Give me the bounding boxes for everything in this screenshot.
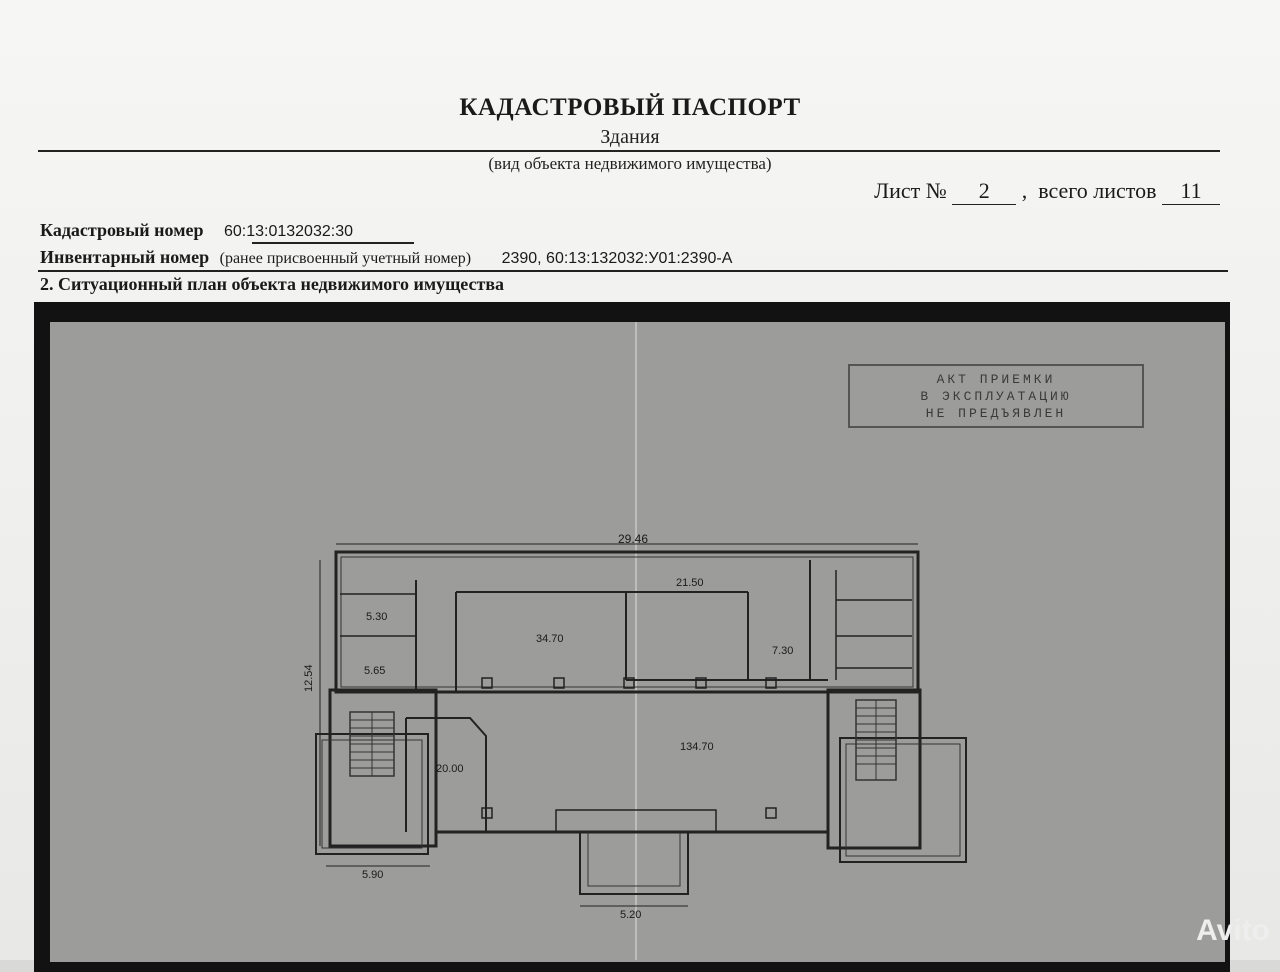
inventory-value: 2390, 60:13:132032:У01:2390-А <box>501 250 733 267</box>
inventory-note: (ранее присвоенный учетный номер) <box>219 250 472 267</box>
cadastral-rule <box>252 242 414 244</box>
entrance-porch <box>579 831 689 895</box>
dim-left: 12.54 <box>303 664 315 692</box>
total-sheets: 11 <box>1162 178 1220 205</box>
cadastral-number-row: Кадастровый номер 60:13:0132032:30 <box>40 220 353 241</box>
section-title: 2. Ситуационный план объекта недвижимого… <box>40 274 505 294</box>
sheet-number: 2 <box>952 178 1017 205</box>
stamp-line-3: НЕ ПРЕДЪЯВЛЕН <box>925 406 1067 421</box>
total-sheets-label: всего листов <box>1038 178 1157 203</box>
sheet-number-line: Лист № 2 , всего листов 11 <box>874 178 1220 205</box>
object-type-caption: (вид объекта недвижимого имущества) <box>488 154 772 173</box>
dim-top: 29.46 <box>618 532 648 546</box>
stamp-line-2: В ЭКСПЛУАТАЦИЮ <box>920 389 1072 404</box>
inventory-label: Инвентарный номер <box>40 247 210 267</box>
avito-watermark: Avito <box>1196 914 1270 947</box>
room-5-area: 5.30 <box>366 611 387 623</box>
dim-bottom-left: 5.90 <box>362 869 383 881</box>
inventory-number-row: Инвентарный номер (ранее присвоенный уче… <box>40 247 732 268</box>
room-12-area: 21.50 <box>676 577 704 589</box>
room-4-area: 5.65 <box>364 665 385 677</box>
sheet-label: Лист № <box>874 178 947 203</box>
floor-plan-scan <box>50 322 1225 962</box>
columns <box>481 677 777 819</box>
acceptance-stamp: АКТ ПРИЕМКИ В ЭКСПЛУАТАЦИЮ НЕ ПРЕДЪЯВЛЕН <box>848 364 1144 428</box>
room-3-area: 20.00 <box>436 763 464 775</box>
room-14-area: 7.30 <box>772 645 793 657</box>
right-stair <box>855 699 897 781</box>
dim-bottom-center: 5.20 <box>620 909 641 921</box>
right-wing-wall <box>826 688 922 850</box>
object-type: Здания <box>600 126 660 148</box>
room-1-area: 34.70 <box>536 633 564 645</box>
cadastral-label: Кадастровый номер <box>40 220 204 240</box>
inventory-rule <box>38 270 1228 272</box>
sheet-separator: , <box>1021 178 1028 203</box>
stamp-line-1: АКТ ПРИЕМКИ <box>936 372 1056 387</box>
left-stair <box>349 711 395 777</box>
title-rule <box>38 150 1220 152</box>
document-title: КАДАСТРОВЫЙ ПАСПОРТ <box>459 94 801 121</box>
room-2-area: 134.70 <box>680 741 714 753</box>
building-upper-wall <box>334 550 920 694</box>
cadastral-value: 60:13:0132032:30 <box>223 223 353 240</box>
